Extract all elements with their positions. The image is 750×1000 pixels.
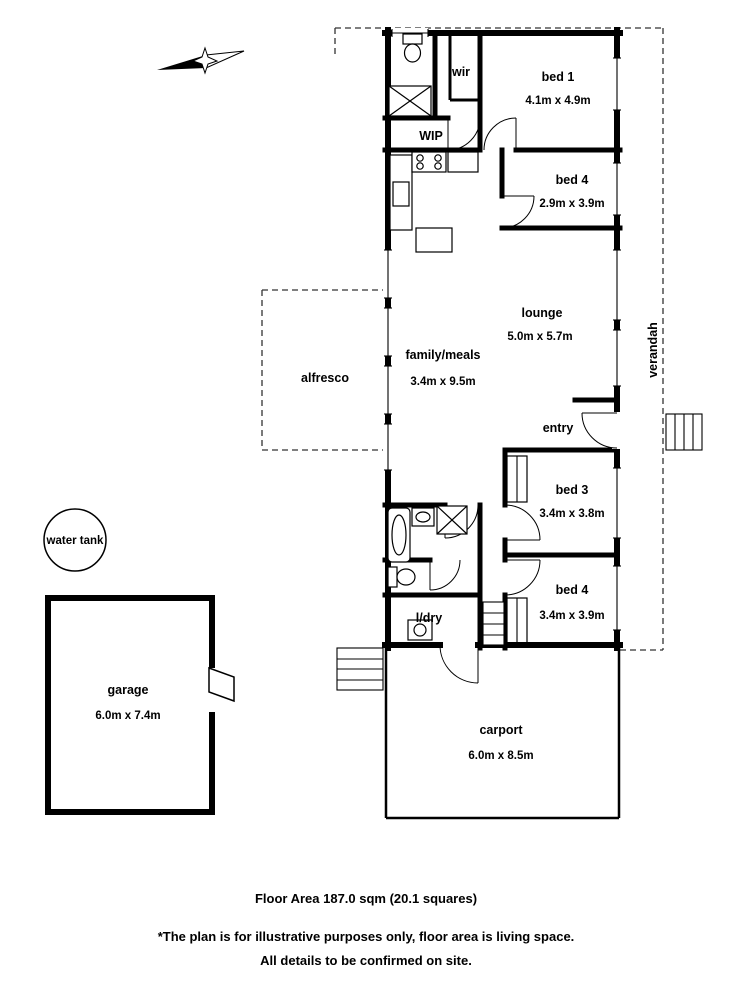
carport-outline xyxy=(384,648,621,820)
room-label-garage: garage xyxy=(108,683,149,697)
disclaimer-line2: All details to be confirmed on site. xyxy=(260,953,472,968)
door-arc xyxy=(447,117,481,151)
vanity-icon xyxy=(411,507,435,527)
window xyxy=(612,249,622,321)
entry-door-opening xyxy=(612,412,622,449)
door-arc xyxy=(429,559,461,591)
wardrobe-icon xyxy=(448,36,478,102)
room-label-bed1: bed 1 xyxy=(542,70,575,84)
window xyxy=(391,28,429,38)
kitchen-bench xyxy=(389,154,413,231)
room-label-alfresco: alfresco xyxy=(301,371,349,385)
garage-outline xyxy=(45,595,235,815)
window xyxy=(612,565,622,631)
room-label-bed3: bed 3 xyxy=(556,483,589,497)
windows xyxy=(383,28,622,631)
bath-icon xyxy=(387,507,411,563)
room-label-bed4-top: bed 4 xyxy=(556,173,589,187)
stairs xyxy=(336,413,703,691)
window xyxy=(383,423,393,471)
shower-icon xyxy=(436,505,468,535)
toilet-icon xyxy=(387,566,416,588)
window xyxy=(612,467,622,539)
linen-shelves xyxy=(482,601,505,646)
window xyxy=(612,57,622,111)
room-dims-lounge: 5.0m x 5.7m xyxy=(507,331,572,343)
room-label-bed4-bottom: bed 4 xyxy=(556,583,589,597)
room-dims-family-meals: 3.4m x 9.5m xyxy=(410,376,475,388)
laundry-tub-icon xyxy=(407,619,433,641)
footer: Floor Area 187.0 sqm (20.1 squares) *The… xyxy=(158,891,575,968)
stove-icon xyxy=(411,151,447,173)
window xyxy=(383,249,393,299)
room-dims-carport: 6.0m x 8.5m xyxy=(468,750,533,762)
room-label-verandah: verandah xyxy=(646,322,660,378)
window xyxy=(612,162,622,216)
room-dims-bed1: 4.1m x 4.9m xyxy=(525,95,590,107)
wardrobe-icon xyxy=(506,597,528,644)
water-tank xyxy=(43,508,107,572)
disclaimer-line1: *The plan is for illustrative purposes o… xyxy=(158,929,575,944)
room-dims-garage: 6.0m x 7.4m xyxy=(95,710,160,722)
room-label-ldry: l/dry xyxy=(416,611,442,625)
shower-icon xyxy=(388,85,432,117)
window xyxy=(612,329,622,387)
door-arc xyxy=(504,559,541,596)
floor-area-text: Floor Area 187.0 sqm (20.1 squares) xyxy=(255,891,477,906)
door-arc xyxy=(483,117,517,151)
window xyxy=(383,307,393,357)
room-dims-bed4-top: 2.9m x 3.9m xyxy=(539,198,604,210)
north-arrow-icon xyxy=(157,46,245,75)
alfresco-outline xyxy=(261,289,385,451)
door-arc xyxy=(581,412,618,449)
garage-door xyxy=(208,666,235,703)
doors xyxy=(429,117,622,684)
verandah-steps xyxy=(665,413,703,451)
rear-steps xyxy=(336,647,384,691)
room-label-family-meals: family/meals xyxy=(405,348,480,362)
room-dims-bed4-bottom: 3.4m x 3.9m xyxy=(539,610,604,622)
door-arc xyxy=(501,195,535,229)
kitchen-bench xyxy=(447,151,479,173)
room-label-lounge: lounge xyxy=(522,306,563,320)
room-label-wip: WIP xyxy=(419,129,443,143)
water-tank-label: water tank xyxy=(46,535,104,547)
room-label-entry: entry xyxy=(543,421,574,435)
window xyxy=(383,365,393,415)
kitchen-island xyxy=(415,227,453,253)
room-dims-bed3: 3.4m x 3.8m xyxy=(539,508,604,520)
fixtures xyxy=(387,33,528,646)
door-arc xyxy=(504,504,541,541)
wardrobe-icon xyxy=(506,455,528,503)
interior-walls xyxy=(382,30,623,651)
room-label-wir: wir xyxy=(451,65,470,79)
room-label-carport: carport xyxy=(479,723,523,737)
labels: wir bed 1 4.1m x 4.9m WIP bed 4 2.9m x 3… xyxy=(46,65,660,762)
door-arc xyxy=(439,644,479,684)
toilet-icon xyxy=(402,33,423,63)
